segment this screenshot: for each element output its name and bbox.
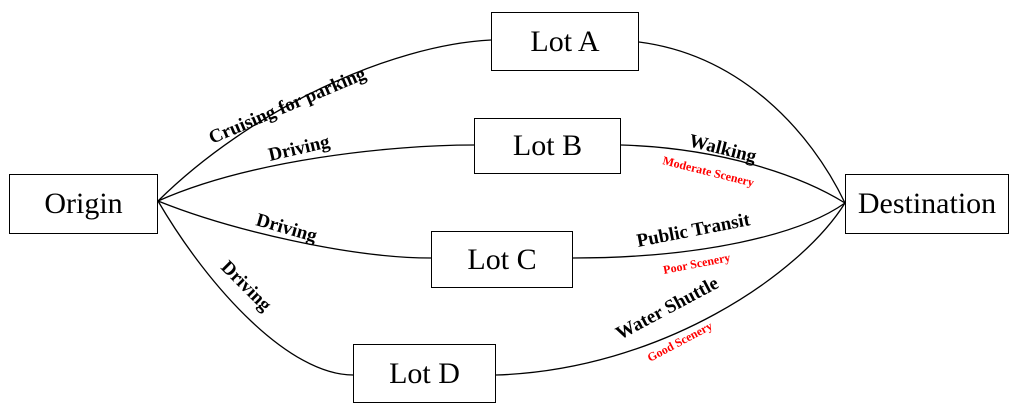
node-lot-d-label: Lot D <box>389 356 460 390</box>
edge-label-origin-lot-a: Cruising for parking <box>206 63 370 148</box>
node-lot-a: Lot A <box>491 12 639 71</box>
node-lot-d: Lot D <box>353 344 496 403</box>
edge-label-origin-lot-d: Driving <box>216 257 275 316</box>
edge-origin-lot-c <box>157 200 432 259</box>
edge-origin-lot-b <box>157 144 475 202</box>
node-origin: Origin <box>9 174 158 234</box>
edge-label-origin-lot-c: Driving <box>254 210 320 247</box>
edge-lot-d-destination <box>495 202 846 376</box>
node-lot-b-label: Lot B <box>512 129 583 162</box>
node-lot-c-label: Lot C <box>467 242 537 276</box>
node-destination: Destination <box>845 174 1009 234</box>
node-lot-a-label: Lot A <box>530 24 600 58</box>
scenery-label-lot-c: Poor Scenery <box>662 250 732 277</box>
node-destination-label: Destination <box>857 187 997 220</box>
edge-origin-lot-d <box>157 200 354 376</box>
node-lot-b: Lot B <box>474 118 621 174</box>
edge-origin-lot-a <box>157 39 492 202</box>
edge-lot-a-destination <box>638 41 846 204</box>
node-lot-c: Lot C <box>431 231 573 288</box>
edge-lot-b-destination <box>620 144 846 204</box>
edge-lot-c-destination <box>572 202 846 259</box>
node-origin-label: Origin <box>44 187 123 220</box>
edge-label-lot-c-destination: Public Transit <box>635 209 752 252</box>
